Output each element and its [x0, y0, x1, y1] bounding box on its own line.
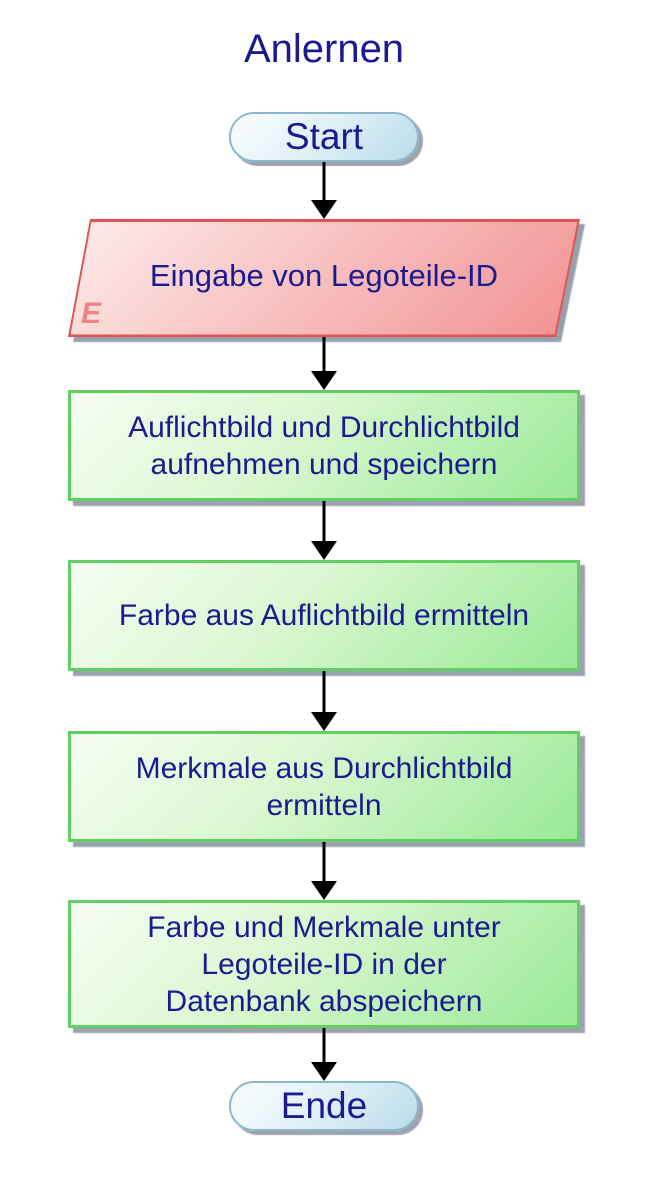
process-box-save-to-database: Farbe und Merkmale unter Legoteile-ID in…	[68, 900, 580, 1028]
arrow-down-6	[309, 1028, 339, 1081]
diagram-title: Anlernen	[243, 27, 405, 71]
arrow-line	[322, 337, 326, 376]
start-node: Start	[229, 112, 419, 162]
arrow-line	[322, 671, 326, 717]
input-parallelogram: Eingabe von Legoteile-ID E	[68, 219, 580, 337]
arrow-line	[322, 501, 326, 546]
arrowhead-icon	[311, 200, 337, 219]
input-annotation-e: E	[81, 297, 102, 330]
process-box-capture-images: Auflichtbild und Durchlichtbild aufnehme…	[68, 390, 580, 501]
arrowhead-icon	[311, 881, 337, 900]
arrow-down-3	[309, 501, 339, 560]
arrowhead-icon	[311, 541, 337, 560]
process-box-determine-color: Farbe aus Auflichtbild ermitteln	[68, 560, 580, 671]
process-label: Auflichtbild und Durchlichtbild aufnehme…	[128, 410, 520, 481]
process-label: Farbe und Merkmale unter Legoteile-ID in…	[147, 910, 501, 1018]
end-node: Ende	[229, 1081, 419, 1131]
input-node-label: Eingabe von Legoteile-ID	[149, 258, 499, 293]
end-node-label: Ende	[280, 1085, 368, 1126]
arrowhead-icon	[311, 371, 337, 390]
process-label: Merkmale aus Durchlichtbild ermitteln	[135, 751, 513, 822]
arrow-down-4	[309, 671, 339, 731]
arrow-line	[322, 162, 326, 205]
arrowhead-icon	[311, 712, 337, 731]
arrow-down-5	[309, 842, 339, 900]
process-box-determine-features: Merkmale aus Durchlichtbild ermitteln	[68, 731, 580, 842]
arrow-down-2	[309, 337, 339, 390]
start-node-label: Start	[284, 116, 364, 157]
arrow-down-1	[309, 162, 339, 219]
process-label: Farbe aus Auflichtbild ermitteln	[118, 599, 530, 632]
arrow-line	[322, 842, 326, 886]
arrow-line	[322, 1028, 326, 1067]
arrowhead-icon	[311, 1062, 337, 1081]
input-parallelogram-fill: Eingabe von Legoteile-ID	[71, 222, 578, 335]
